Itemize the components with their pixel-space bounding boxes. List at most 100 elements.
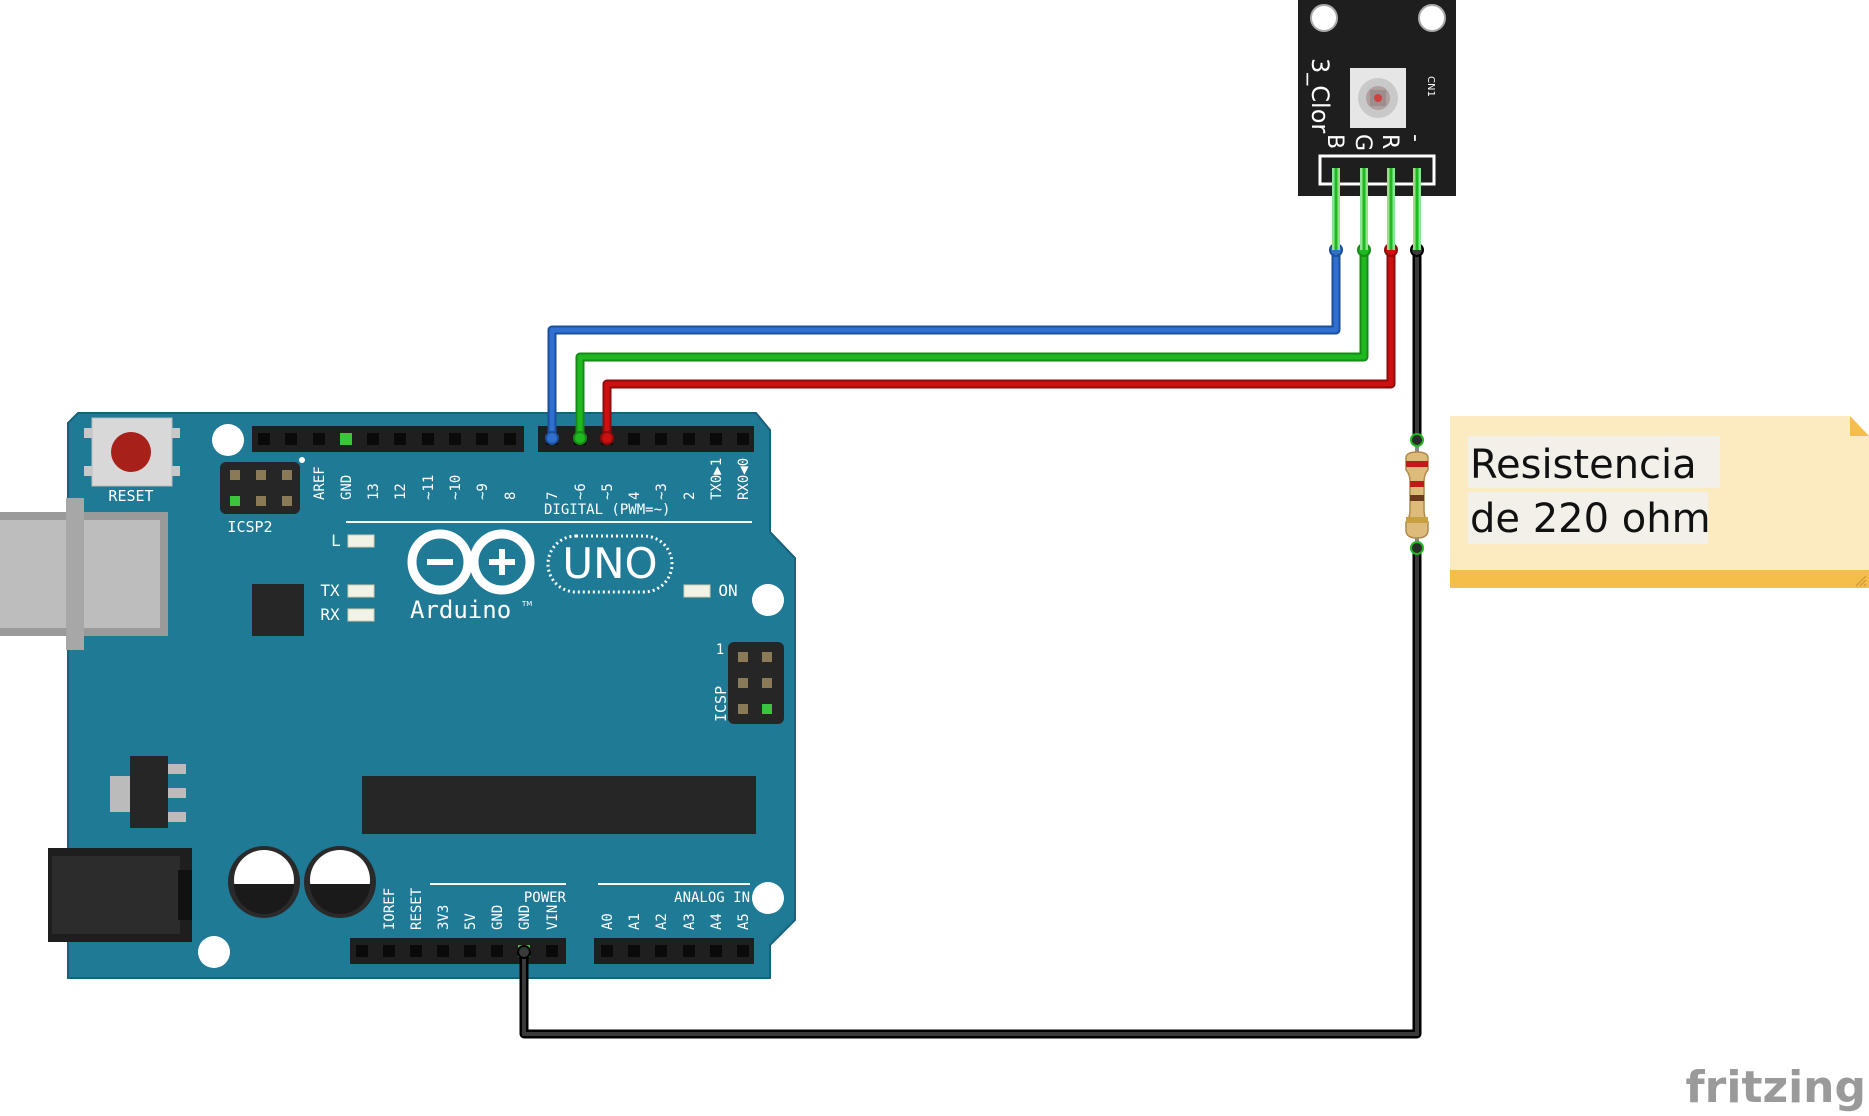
mounting-hole (212, 424, 244, 456)
power-pin[interactable] (464, 945, 476, 957)
analog-pin-label: A4 (709, 913, 725, 930)
note-line-1: Resistencia (1470, 442, 1697, 488)
wire-red-core (604, 250, 1394, 438)
digital-pin[interactable] (340, 433, 352, 445)
brand-label: Arduino (410, 596, 511, 624)
reset-label: RESET (108, 487, 153, 505)
resistor-band-red-1 (1406, 461, 1428, 467)
power-pin-label: RESET (409, 887, 425, 930)
digital-pin[interactable] (737, 433, 749, 445)
module-hole (1310, 4, 1338, 32)
mounting-hole (752, 882, 784, 914)
reset-button[interactable] (84, 417, 180, 487)
digital-pin[interactable] (258, 433, 270, 445)
note-line-2: de 220 ohm (1470, 496, 1711, 542)
analog-header (594, 938, 754, 964)
wire-green-core (577, 250, 1367, 438)
digital-pin-label: AREF (312, 466, 328, 500)
voltage-regulator (110, 756, 186, 828)
digital-pin-label: ~3 (654, 483, 670, 500)
led-l-label: L (331, 531, 341, 550)
wire-green[interactable] (575, 250, 1369, 438)
led-rx: RX (320, 605, 375, 624)
analog-pin[interactable] (737, 945, 749, 957)
icsp-label: ICSP (712, 686, 730, 722)
digital-pin[interactable] (476, 433, 488, 445)
digital-pin-label: ~11 (421, 475, 437, 500)
capacitor (228, 846, 300, 918)
power-pin[interactable] (437, 945, 449, 957)
digital-pin-label: GND (339, 475, 355, 500)
analog-pin[interactable] (628, 945, 640, 957)
reset-button-cap[interactable] (111, 432, 151, 472)
wire-red[interactable] (602, 250, 1396, 438)
module-pin-label: - (1403, 134, 1428, 142)
led-on: ON (683, 581, 738, 600)
analog-pin-label: A1 (627, 913, 643, 930)
icsp2-label: ICSP2 (227, 518, 272, 536)
arduino-logo (407, 529, 674, 595)
digital-pin-label: 12 (393, 483, 409, 500)
note[interactable]: Resistencia de 220 ohm (1450, 416, 1869, 588)
digital-label: DIGITAL (PWM=~) (544, 502, 670, 518)
digital-pin[interactable] (655, 433, 667, 445)
resistor-band-red-2 (1410, 481, 1424, 487)
led-l: L (331, 531, 375, 550)
analog-pin[interactable] (601, 945, 613, 957)
analog-pin-label: A0 (600, 913, 616, 930)
digital-pin[interactable] (367, 433, 379, 445)
digital-pin[interactable] (710, 433, 722, 445)
icsp2-header (220, 457, 305, 514)
digital-pin-label: ~10 (448, 475, 464, 500)
digital-pin[interactable] (285, 433, 297, 445)
digital-pin[interactable] (683, 433, 695, 445)
analog-pin[interactable] (683, 945, 695, 957)
digital-pin[interactable] (313, 433, 325, 445)
module-pin-label: G (1350, 134, 1375, 151)
digital-pin-label: 13 (366, 483, 382, 500)
digital-pin-label: 2 (682, 492, 698, 500)
note-resize-grip[interactable] (1855, 575, 1867, 587)
power-jack (48, 848, 192, 942)
digital-pin-label: ~6 (573, 483, 589, 500)
power-pin[interactable] (491, 945, 503, 957)
led-on-label: ON (718, 581, 737, 600)
resistor-220-ohm[interactable] (1405, 433, 1429, 555)
power-pin-label: VIN (545, 905, 561, 930)
power-pin-label: IOREF (382, 888, 398, 930)
power-header (350, 938, 566, 964)
analog-label: ANALOG IN (674, 890, 750, 906)
power-pin-label: GND (517, 905, 533, 930)
power-pin[interactable] (546, 945, 558, 957)
analog-pin[interactable] (655, 945, 667, 957)
digital-pin-label: ~5 (600, 483, 616, 500)
trademark-label: TM (521, 600, 532, 608)
digital-pin[interactable] (504, 433, 516, 445)
wire-blue[interactable] (547, 250, 1341, 438)
mounting-hole (752, 584, 784, 616)
wire-black-bottom-core (522, 548, 1419, 1036)
analog-pin[interactable] (710, 945, 722, 957)
power-label: POWER (524, 890, 567, 906)
note-footer (1450, 570, 1869, 588)
fritzing-watermark: fritzing (1686, 1062, 1866, 1113)
module-name-label: 3_Clor (1306, 58, 1334, 133)
power-pin[interactable] (383, 945, 395, 957)
power-pin[interactable] (356, 945, 368, 957)
digital-pin[interactable] (422, 433, 434, 445)
note-text-bg (1468, 492, 1708, 544)
power-pin[interactable] (410, 945, 422, 957)
note-corner-fold (1850, 416, 1869, 436)
digital-pin[interactable] (394, 433, 406, 445)
analog-pin-label: A3 (682, 913, 698, 930)
digital-pin[interactable] (628, 433, 640, 445)
digital-pin[interactable] (449, 433, 461, 445)
module-pin-label: R (1377, 134, 1402, 149)
power-pin-label: GND (490, 905, 506, 930)
analog-pin-label: A5 (736, 913, 752, 930)
digital-pin-label: ~9 (475, 483, 491, 500)
